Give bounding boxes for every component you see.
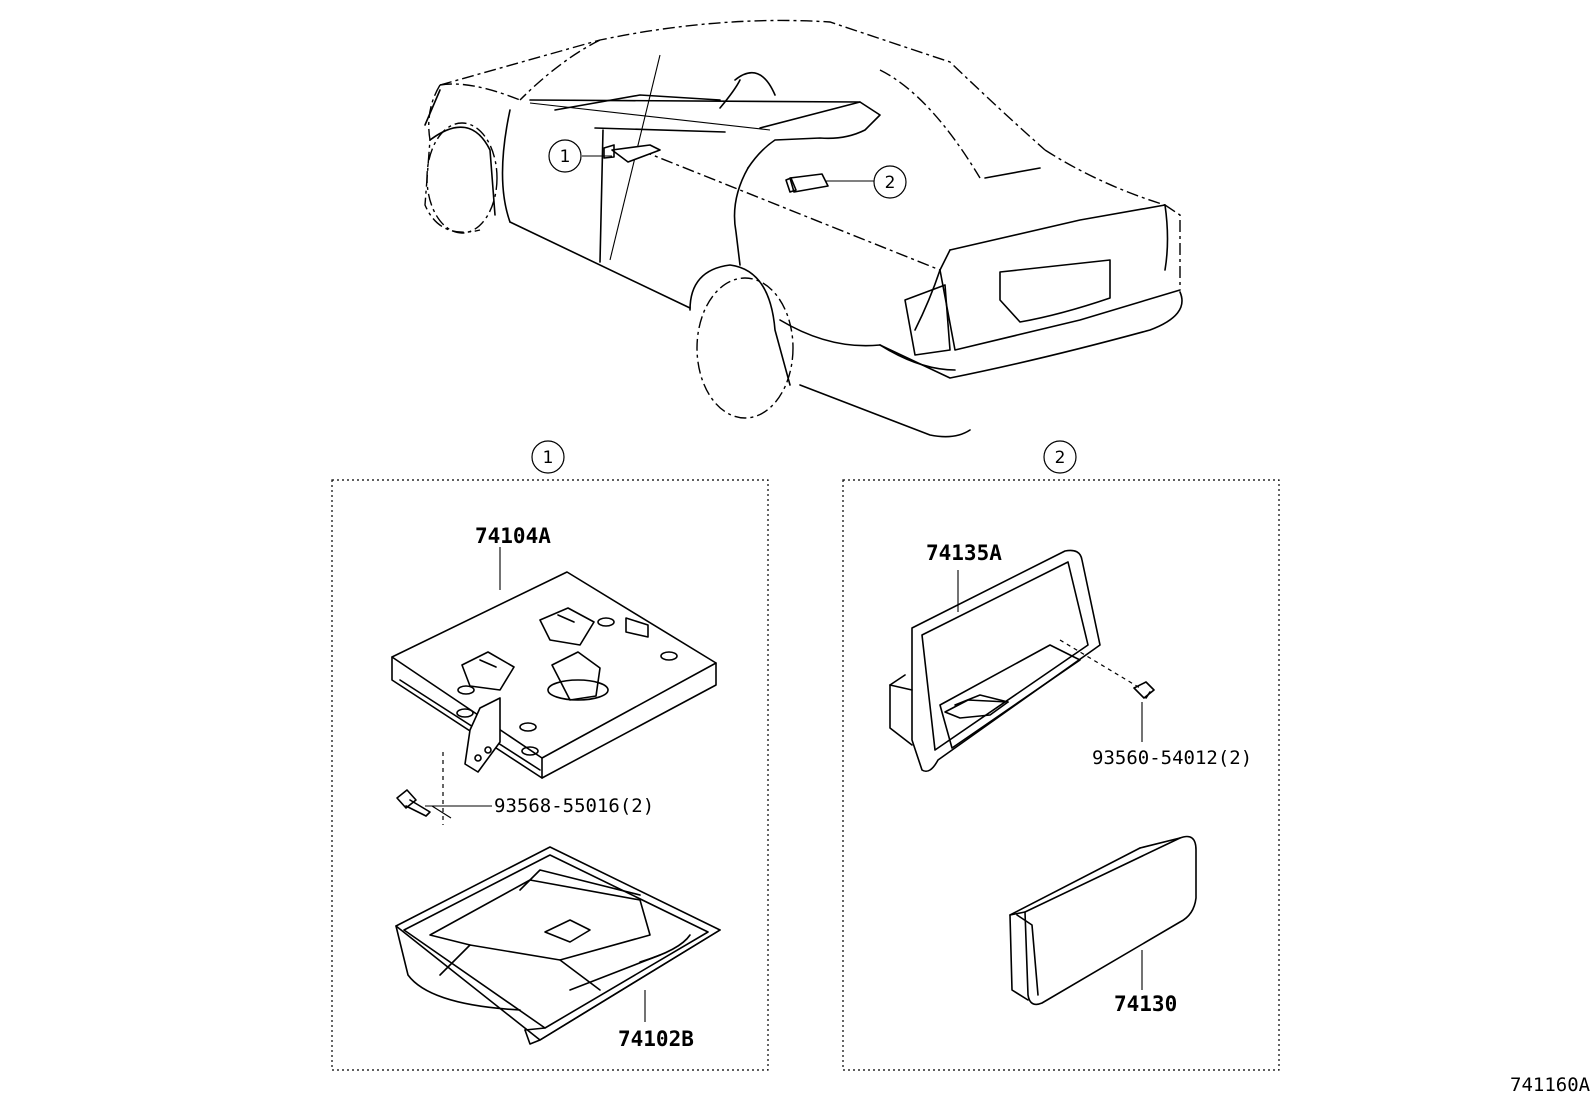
part-74104A-drawing [391,547,717,779]
part-74135A-label: 74135A [926,541,1002,565]
group-1-callout: 1 [543,448,554,468]
group-1-frame [331,479,769,1071]
part-74102B-label: 74102B [618,1027,694,1051]
group-2-header: 2 [1043,440,1077,474]
part-93568-55016-label: 93568-55016(2) [494,795,654,817]
group-2-frame [842,479,1280,1071]
part-74130-label: 74130 [1114,992,1177,1016]
figure-code: 741160A [1510,1074,1591,1096]
car-illustration [424,19,1183,438]
group-1-header: 1 [531,440,565,474]
callout-2-label: 2 [885,173,896,193]
part-93568-55016-drawing [396,752,492,825]
car-callout-1: 1 [548,139,612,173]
group-2-callout: 2 [1055,448,1066,468]
part-93560-54012-drawing [1059,639,1155,742]
part-74135A-drawing [889,549,1101,773]
part-93560-54012-label: 93560-54012(2) [1092,747,1252,769]
part-74104A-label: 74104A [475,524,551,548]
car-callout-2: 2 [826,165,907,199]
part-74102B-drawing [395,846,721,1045]
part-74130-drawing [1009,835,1197,1006]
callout-1-label: 1 [560,147,571,167]
